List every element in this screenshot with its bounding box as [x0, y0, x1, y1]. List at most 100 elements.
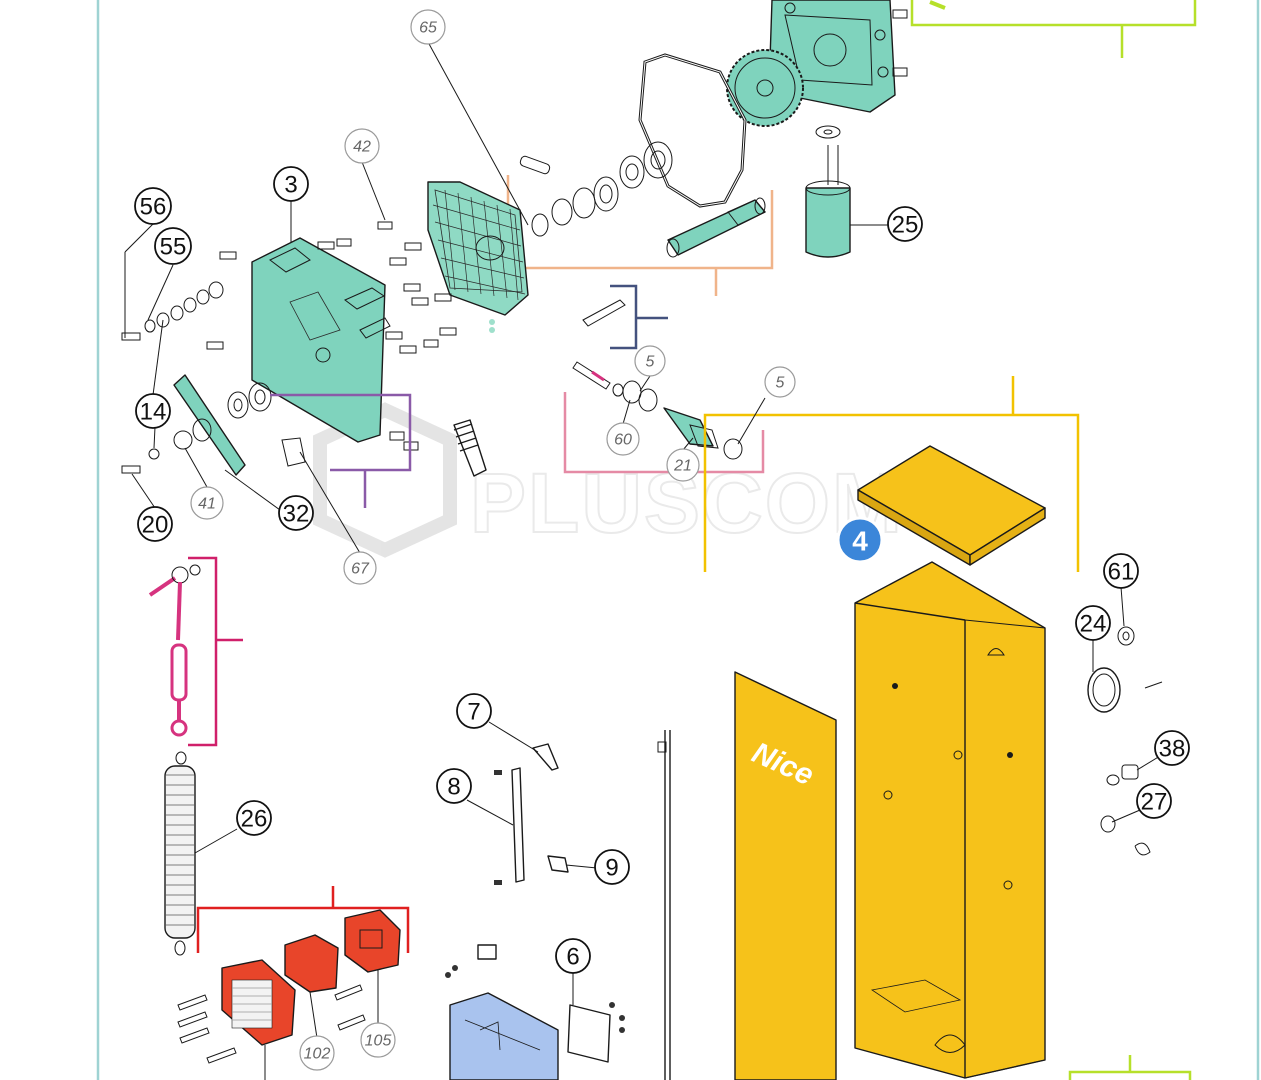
bracket-green-bottom	[1068, 1055, 1192, 1080]
callout-label: 38	[1159, 736, 1186, 763]
callout-circle	[410, 9, 446, 45]
callout-circle	[344, 128, 380, 164]
callout-circle	[273, 166, 309, 202]
callout-circle	[666, 448, 700, 482]
callout-circle	[555, 938, 591, 974]
large-gear	[726, 49, 804, 127]
red-screws	[177, 984, 366, 1064]
bracket-magenta	[188, 556, 243, 747]
bracket-pink	[563, 392, 765, 474]
callout-circle	[299, 1035, 335, 1071]
clip-9	[547, 855, 569, 873]
callout-60: 60	[606, 422, 640, 456]
callout-label: 32	[283, 501, 310, 528]
callout-circle	[456, 693, 492, 729]
bracket-orange	[506, 175, 774, 296]
callout-55: 55	[154, 227, 192, 265]
callout-7: 7	[456, 693, 492, 729]
callout-circle	[887, 206, 923, 242]
lock-cover-24	[1087, 667, 1163, 713]
callout-label: 105	[365, 1033, 392, 1050]
transformer-box	[221, 959, 296, 1046]
housing-screws-top	[892, 9, 908, 77]
callout-circle	[236, 800, 272, 836]
bracket-red	[196, 886, 410, 953]
callout-61: 61	[1103, 553, 1139, 589]
callout-67: 67	[343, 551, 377, 585]
callout-label: 27	[1141, 789, 1168, 816]
callout-circle	[634, 345, 666, 377]
mount-plate-6	[567, 1002, 625, 1063]
callout-20: 20	[137, 506, 173, 542]
callout-label: 7	[467, 699, 480, 726]
callout-label: 65	[419, 20, 437, 37]
callout-56: 56	[134, 187, 172, 225]
callout-65: 65	[410, 9, 446, 45]
callout-label: 56	[140, 194, 167, 221]
gear-cluster	[572, 361, 743, 460]
callout-25: 25	[887, 206, 923, 242]
callout-label: 5	[646, 354, 655, 371]
callout-circle	[1075, 605, 1111, 641]
callout-label: 26	[241, 806, 268, 833]
callout-5: 5	[764, 366, 796, 398]
main-plate	[251, 237, 391, 443]
grid-cover-plate	[427, 181, 529, 316]
cabinet-lid	[857, 445, 1046, 566]
callout-label: 5	[776, 375, 785, 392]
callout-3: 3	[273, 166, 309, 202]
lever-arm	[173, 374, 246, 476]
callout-circle	[836, 516, 884, 564]
callout-38: 38	[1154, 730, 1190, 766]
clip-27	[1100, 815, 1151, 856]
worm-screw	[453, 419, 487, 477]
callout-label: 55	[160, 234, 187, 261]
spring	[164, 751, 196, 956]
motor-cylinder	[805, 125, 851, 258]
bracket-navy	[610, 284, 668, 350]
cam-part	[281, 437, 306, 467]
callout-14: 14	[135, 393, 171, 429]
lock-cylinder-38	[1106, 764, 1139, 786]
callout-circle	[278, 495, 314, 531]
cabinet-door: Nice	[734, 671, 837, 1080]
bearings-row	[519, 141, 673, 237]
turnbuckle	[148, 564, 201, 737]
callout-circle	[1103, 553, 1139, 589]
callout-label: 24	[1080, 611, 1107, 638]
callout-41: 41	[190, 486, 224, 520]
control-board-box	[449, 992, 559, 1080]
callout-label: 61	[1108, 559, 1135, 586]
callout-circle	[135, 393, 171, 429]
screws-group	[121, 221, 457, 474]
leader-lines	[124, 41, 1161, 1080]
callout-circle	[360, 1022, 396, 1058]
callout-label: 4	[852, 526, 868, 557]
callout-32: 32	[278, 495, 314, 531]
callout-circle	[606, 422, 640, 456]
callout-circle	[343, 551, 377, 585]
callout-label: 60	[614, 432, 632, 449]
callout-circle	[154, 227, 192, 265]
rail-8	[494, 767, 525, 885]
callout-27: 27	[1136, 783, 1172, 819]
callout-42: 42	[344, 128, 380, 164]
callout-label: 25	[892, 212, 919, 239]
bracket-yellow	[703, 376, 1080, 572]
bracket-green-top	[910, 0, 1197, 58]
connector	[445, 944, 497, 978]
small-dots	[489, 319, 495, 333]
callout-label: 9	[605, 855, 618, 882]
callout-label: 67	[351, 561, 370, 578]
callout-24: 24	[1075, 605, 1111, 641]
pin	[582, 299, 626, 327]
callout-5: 5	[634, 345, 666, 377]
door-rod	[657, 730, 671, 1080]
bearing-pair	[227, 382, 272, 419]
callout-circle	[190, 486, 224, 520]
callout-circle	[1136, 783, 1172, 819]
callout-label: 6	[566, 944, 579, 971]
callout-26: 26	[236, 800, 272, 836]
